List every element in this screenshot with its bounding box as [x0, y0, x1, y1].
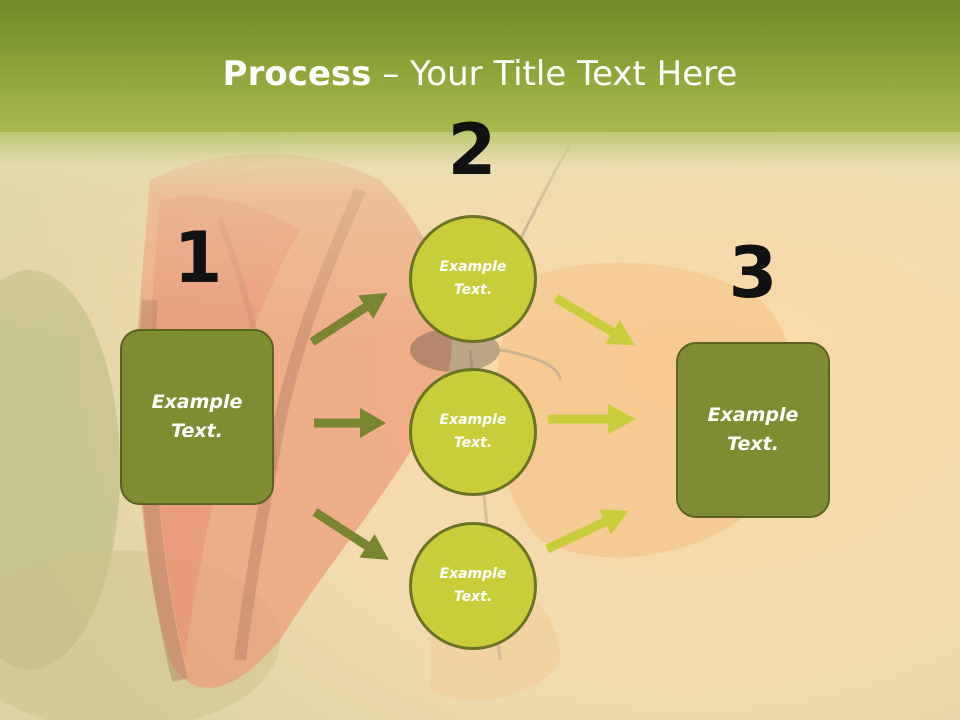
slide-title: Process – Your Title Text Here	[0, 52, 960, 96]
title-band	[0, 0, 960, 132]
arrow-left-to-middle	[314, 408, 386, 438]
title-band-fade	[0, 126, 960, 166]
step-number-1: 1	[173, 217, 223, 299]
process-box-right: Example Text.	[676, 342, 830, 518]
slide-title-separator: –	[371, 54, 411, 94]
arrow-middle-to-right	[548, 404, 636, 434]
step-number-2: 2	[447, 109, 497, 191]
process-circle-middle: Example Text.	[409, 368, 537, 496]
arrow-left-to-top	[309, 292, 388, 346]
process-circle-bottom: Example Text.	[409, 522, 537, 650]
process-circle-top: Example Text.	[409, 215, 537, 343]
slide-title-regular: Your Title Text Here	[410, 54, 738, 94]
arrow-bottom-to-right	[545, 509, 629, 554]
arrow-top-to-right	[553, 294, 635, 346]
process-box-left: Example Text.	[120, 329, 274, 505]
step-number-3: 3	[728, 232, 778, 314]
arrow-left-to-bottom	[312, 508, 389, 560]
slide-title-bold: Process	[222, 54, 372, 94]
